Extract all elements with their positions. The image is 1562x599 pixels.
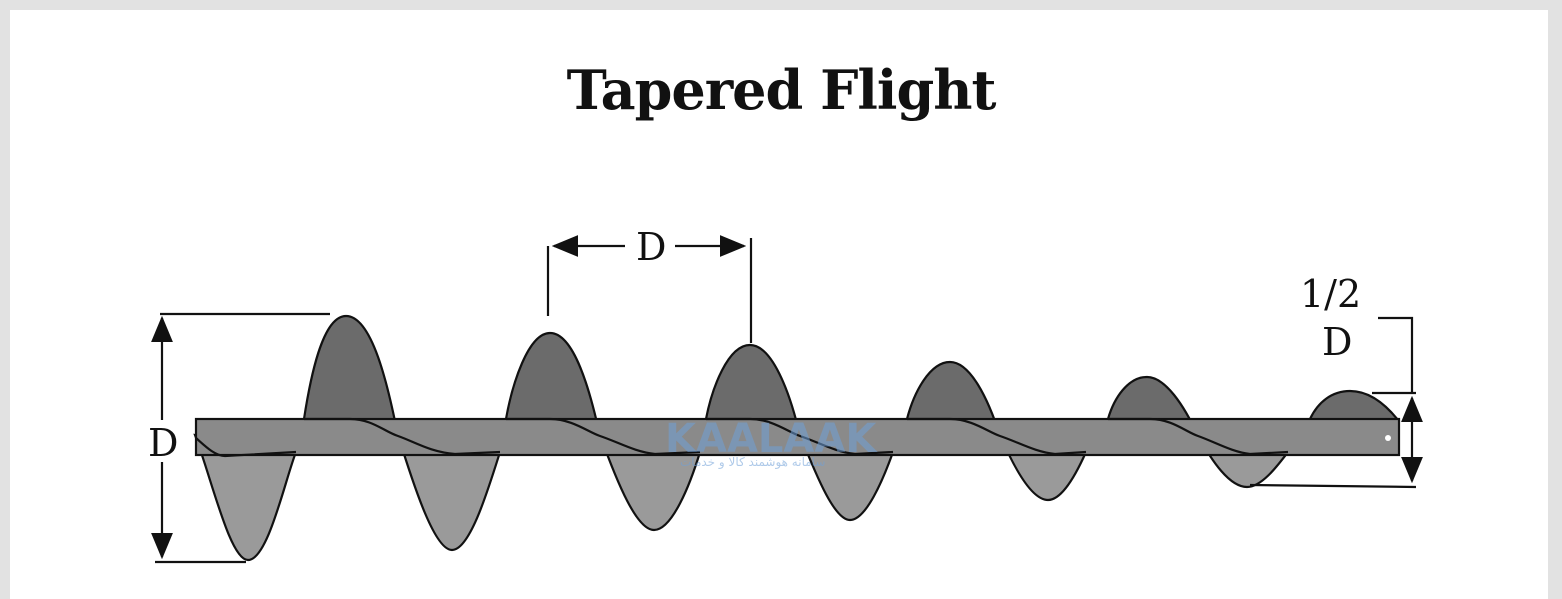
lower-lobe-2 <box>396 433 502 552</box>
upper-lobe-6 <box>1308 389 1401 422</box>
left-diameter-dimension <box>151 312 330 564</box>
left-diameter-label: D <box>148 421 178 465</box>
watermark-brand: KAALAAK <box>665 416 878 462</box>
watermark: KAALAAK سامانه هوشمند کالا و خدمات <box>665 416 878 470</box>
lower-lobe-4 <box>798 433 895 522</box>
half-diameter-label-line2: D <box>1322 320 1352 364</box>
diagram-title: Tapered Flight <box>566 58 997 122</box>
lower-lobe-1 <box>193 433 298 562</box>
pitch-dimension <box>546 235 753 343</box>
lower-lobe-3 <box>598 433 702 532</box>
upper-lobe-1 <box>302 314 400 438</box>
upper-lobe-2 <box>504 331 602 438</box>
half-diameter-dimension <box>1249 316 1423 489</box>
half-diameter-label-line1: 1/2 <box>1300 272 1361 316</box>
pitch-label: D <box>636 225 666 269</box>
helix-curve <box>195 417 1289 458</box>
watermark-tagline: سامانه هوشمند کالا و خدمات <box>680 455 825 470</box>
shaft-end-dot <box>1385 435 1391 441</box>
